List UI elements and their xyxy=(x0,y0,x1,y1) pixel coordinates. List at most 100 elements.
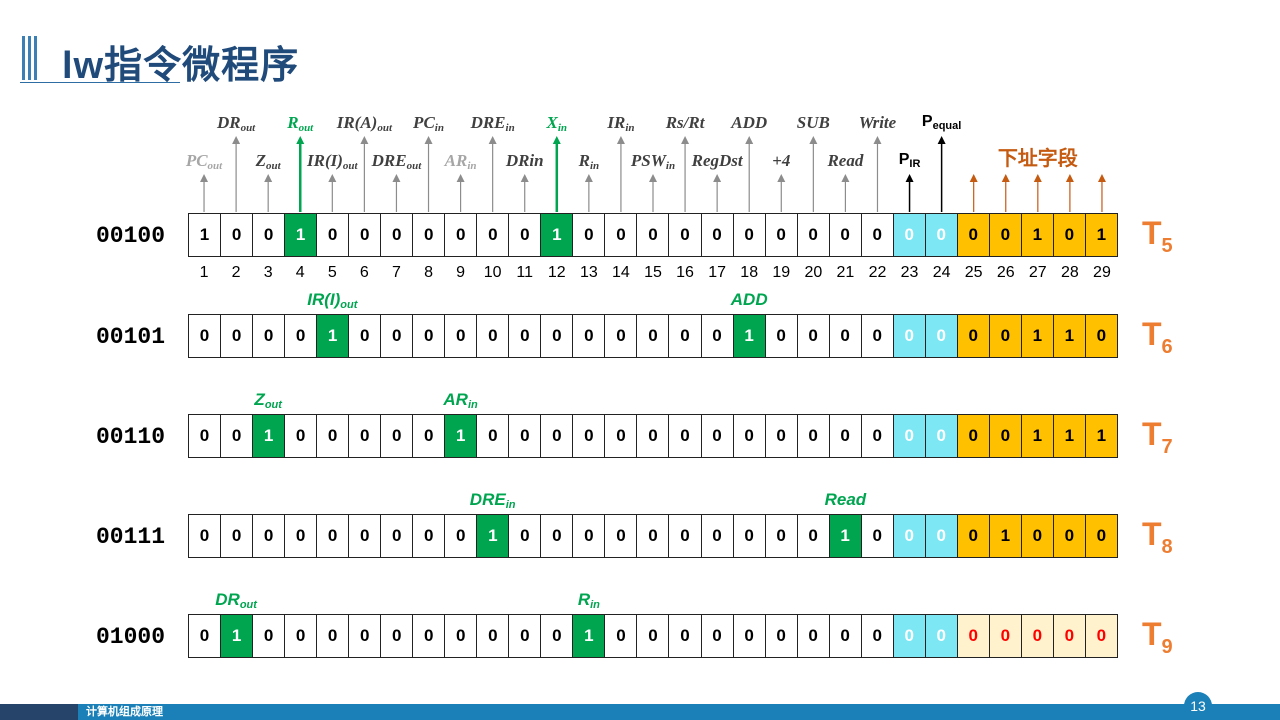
signal-arrow-2-head xyxy=(232,136,241,144)
title-underline xyxy=(20,82,180,83)
signal-subscript: in xyxy=(625,122,635,134)
bit-cell: 0 xyxy=(349,415,382,457)
bit-cell: 0 xyxy=(798,415,830,457)
bit-cell: 0 xyxy=(734,214,766,256)
bit-cell: 0 xyxy=(766,214,798,256)
bit-number: 15 xyxy=(644,264,662,281)
next-addr-arrow-26-head xyxy=(1001,174,1010,182)
bit-cell: 0 xyxy=(541,615,574,657)
active-signal-label: IR(I)out xyxy=(307,290,358,311)
signal-subscript: in xyxy=(557,122,568,134)
bit-cell: 0 xyxy=(637,515,670,557)
signal-subscript: in xyxy=(434,122,444,134)
next-addr-arrow-25-head xyxy=(969,174,978,182)
page-title: lw指令微程序 xyxy=(62,45,300,87)
bit-number: 21 xyxy=(836,264,855,281)
signal-arrow-18-head xyxy=(745,136,754,144)
bit-cell: 0 xyxy=(637,415,670,457)
bit-cell: 0 xyxy=(413,615,446,657)
bit-cell: 0 xyxy=(349,515,382,557)
signal-arrow-22-head xyxy=(873,136,882,144)
active-signal-label: Read xyxy=(824,490,867,509)
bit-cell: 0 xyxy=(702,615,734,657)
bit-cell: 0 xyxy=(830,615,862,657)
bit-cell: 0 xyxy=(317,615,350,657)
bit-cell: 0 xyxy=(253,515,286,557)
bit-cell: 0 xyxy=(1085,615,1117,657)
signal-subscript: in xyxy=(589,160,600,172)
bit-cell: 1 xyxy=(541,214,574,256)
signal-label-21: Read xyxy=(827,151,863,171)
signal-arrow-11-head xyxy=(520,174,529,182)
page-number: 13 xyxy=(1184,692,1212,720)
signal-label-17: RegDst xyxy=(692,151,743,171)
signal-subscript: out xyxy=(240,122,256,134)
bit-cell: 0 xyxy=(1053,615,1086,657)
signal-subscript: out xyxy=(377,122,393,134)
signal-arrow-4-head xyxy=(296,136,305,144)
signal-label-8: PCin xyxy=(413,113,444,134)
bit-cell: 1 xyxy=(573,615,606,657)
bit-cell: 0 xyxy=(1021,515,1054,557)
signal-arrow-15-head xyxy=(649,174,657,182)
bit-cell: 0 xyxy=(189,415,222,457)
signal-label-7: DREout xyxy=(372,151,422,172)
bit-number: 25 xyxy=(964,264,983,281)
signal-name: P xyxy=(898,151,910,168)
bit-cell: 0 xyxy=(862,214,894,256)
signal-label-10: DREin xyxy=(471,113,515,134)
bit-cell: 0 xyxy=(317,515,350,557)
bit-cell: 0 xyxy=(925,515,958,557)
signal-label-13: Rin xyxy=(579,151,600,172)
bit-cell: 0 xyxy=(957,214,990,256)
bit-cell: 0 xyxy=(893,615,926,657)
signal-subscript: in xyxy=(665,160,676,172)
bit-number: 22 xyxy=(868,264,887,281)
bit-cell: 0 xyxy=(989,615,1022,657)
bit-cell: 0 xyxy=(285,415,318,457)
bit-cell: 0 xyxy=(381,615,414,657)
active-signal-label: ARin xyxy=(443,390,478,411)
bit-cell: 0 xyxy=(381,515,414,557)
bit-number: 26 xyxy=(996,264,1015,281)
signal-name: Z xyxy=(255,151,267,170)
signal-name: DRE xyxy=(470,113,506,132)
bit-cell: 0 xyxy=(477,615,510,657)
bit-cell: 1 xyxy=(317,315,350,357)
bit-cell: 1 xyxy=(733,315,766,357)
bit-cell: 0 xyxy=(445,214,478,256)
bit-cell: 0 xyxy=(702,415,734,457)
signal-name: R xyxy=(578,151,590,170)
signal-subscript: out xyxy=(342,160,358,172)
signal-arrow-10-head xyxy=(488,136,497,144)
bit-cell: 0 xyxy=(573,315,606,357)
bit-cell: 0 xyxy=(477,315,510,357)
signal-name: Write xyxy=(858,113,897,132)
bit-cell: 0 xyxy=(349,214,382,256)
signal-name: ADD xyxy=(731,113,768,132)
bit-cell: 0 xyxy=(798,214,830,256)
timing-label: T5 xyxy=(1142,215,1173,257)
bit-cell: 0 xyxy=(925,315,958,357)
bit-cell: 0 xyxy=(317,214,350,256)
bit-number: 19 xyxy=(772,264,791,281)
signal-label-24: Pequal xyxy=(922,113,961,132)
bit-cell: 1 xyxy=(1021,315,1054,357)
microaddress: 00101 xyxy=(96,324,166,350)
bit-cell: 0 xyxy=(573,515,606,557)
bit-cell: 0 xyxy=(509,214,542,256)
bit-cell: 0 xyxy=(1053,214,1086,256)
signal-label-3: Zout xyxy=(256,151,281,172)
bit-cell: 0 xyxy=(1053,515,1086,557)
bit-cell: 0 xyxy=(349,615,382,657)
bit-cell: 0 xyxy=(862,315,894,357)
bit-cell: 1 xyxy=(1021,214,1054,256)
signal-arrow-20-head xyxy=(809,136,818,144)
signal-name: SUB xyxy=(796,113,830,132)
signal-name: Read xyxy=(827,151,864,170)
microaddress: 00100 xyxy=(96,223,166,249)
bit-number: 17 xyxy=(708,264,727,281)
